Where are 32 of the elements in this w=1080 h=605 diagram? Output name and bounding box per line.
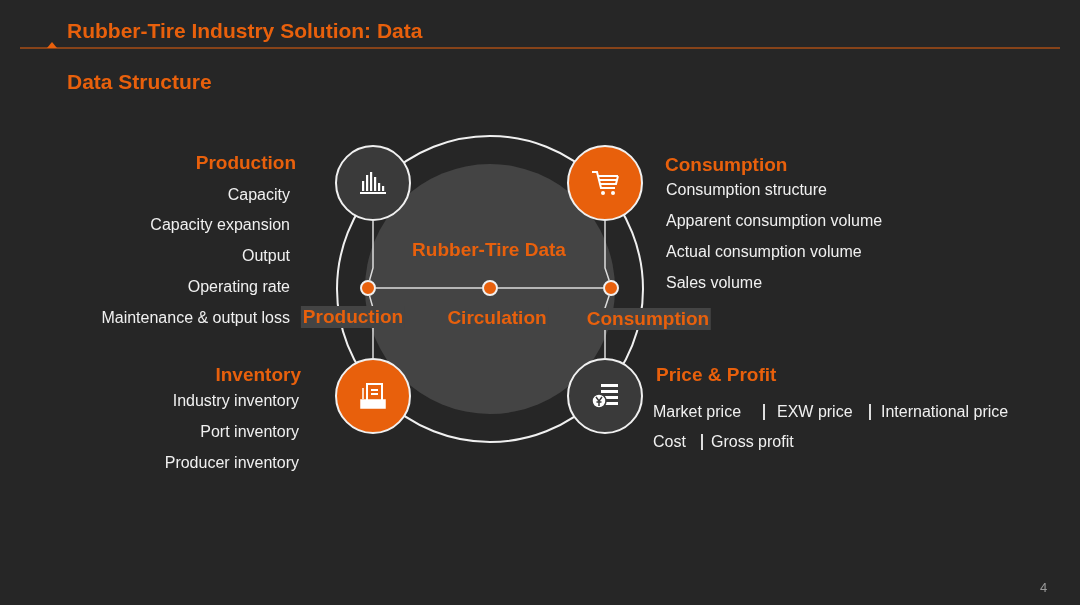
list-item: Operating rate <box>187 277 290 297</box>
list-item: Apparent consumption volume <box>666 211 883 231</box>
list-item: Capacity expansion <box>150 215 290 235</box>
connector-line <box>604 220 610 282</box>
list-item: International price <box>881 402 1009 422</box>
connector-line <box>497 287 604 289</box>
section-subtitle: Data Structure <box>67 70 212 94</box>
slide-title: Rubber-Tire Industry Solution: Data <box>67 19 423 43</box>
list-item: Industry inventory <box>172 391 299 411</box>
list-item: Port inventory <box>200 422 299 442</box>
section-heading: Inventory <box>215 364 301 386</box>
section-heading: Price & Profit <box>656 364 777 386</box>
section-heading: Consumption <box>665 154 788 176</box>
center-title: Rubber-Tire Data <box>412 239 566 261</box>
list-item: Sales volume <box>666 273 763 293</box>
connector-line <box>375 287 483 289</box>
list-item: Gross profit <box>711 432 794 452</box>
list-item: Consumption structure <box>666 180 827 200</box>
list-item: Producer inventory <box>164 453 299 473</box>
stage-dot <box>360 280 376 296</box>
connector-line <box>368 220 374 282</box>
list-item: EXW price <box>777 402 853 422</box>
list-item: Output <box>241 246 290 266</box>
section-heading: Production <box>195 152 296 174</box>
list-item: Cost <box>653 432 686 452</box>
section-heading: Consumption <box>584 308 712 330</box>
list-item: Actual consumption volume <box>666 242 862 262</box>
page-number: 4 <box>1040 579 1048 597</box>
list-item: Capacity <box>227 185 290 205</box>
list-item: Market price <box>653 402 742 422</box>
list-item: Maintenance & output loss <box>101 308 290 328</box>
stage-dot <box>603 280 619 296</box>
